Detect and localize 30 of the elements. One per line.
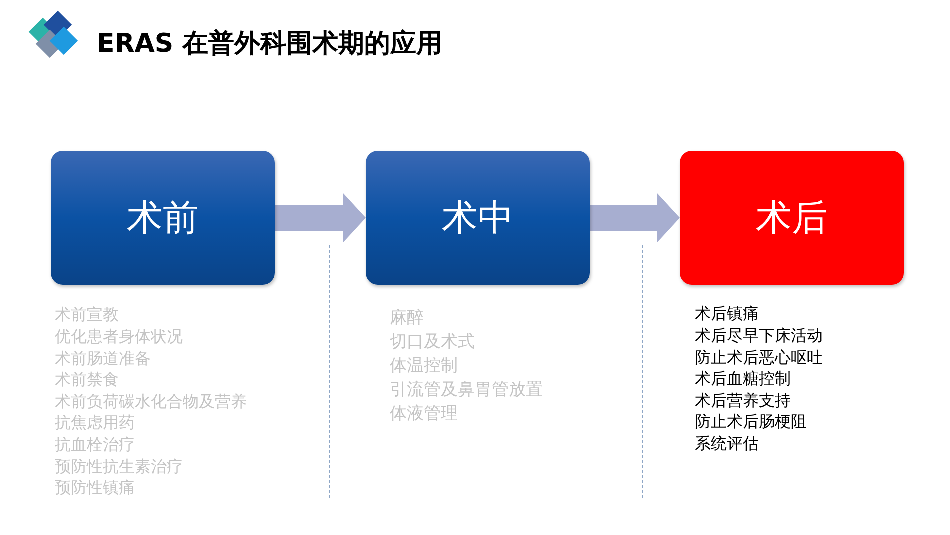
list-item: 术后血糖控制 bbox=[695, 369, 791, 390]
list-item: 术前负荷碳水化合物及营养 bbox=[55, 392, 247, 413]
block-arrow bbox=[590, 193, 680, 243]
phase-title: 术后 bbox=[756, 196, 828, 240]
list-item: 预防性镇痛 bbox=[55, 478, 135, 500]
list-item: 术前宣教 bbox=[55, 305, 119, 326]
list-item: 抗血栓治疗 bbox=[55, 435, 135, 456]
list-item: 抗焦虑用药 bbox=[55, 413, 135, 434]
phase-box bbox=[366, 151, 590, 285]
list-item: 系统评估 bbox=[695, 434, 759, 455]
title: ERAS 在普外科围术期的应用 bbox=[97, 28, 443, 61]
list-item: 术后尽早下床活动 bbox=[695, 326, 823, 347]
phase-box bbox=[680, 151, 904, 285]
list-item: 切口及术式 bbox=[390, 330, 475, 353]
list-item: 术后镇痛 bbox=[695, 304, 759, 326]
list-item: 术前禁食 bbox=[55, 370, 119, 392]
list-item: 术后营养支持 bbox=[695, 390, 791, 412]
block-arrow bbox=[275, 193, 366, 243]
list-item: 术前肠道准备 bbox=[55, 348, 151, 370]
list-item: 麻醉 bbox=[390, 306, 424, 329]
phase-title: 术中 bbox=[442, 196, 514, 240]
phase-box bbox=[51, 151, 275, 285]
list-item: 体液管理 bbox=[390, 402, 458, 425]
list-item: 体温控制 bbox=[390, 354, 458, 377]
list-item: 防止术后恶心呕吐 bbox=[695, 348, 823, 369]
list-item: 引流管及鼻胃管放置 bbox=[390, 378, 543, 401]
list-item: 防止术后肠梗阻 bbox=[695, 412, 807, 434]
list-item: 优化患者身体状况 bbox=[55, 327, 183, 348]
list-item: 预防性抗生素治疗 bbox=[55, 456, 183, 478]
phase-title: 术前 bbox=[127, 196, 199, 240]
